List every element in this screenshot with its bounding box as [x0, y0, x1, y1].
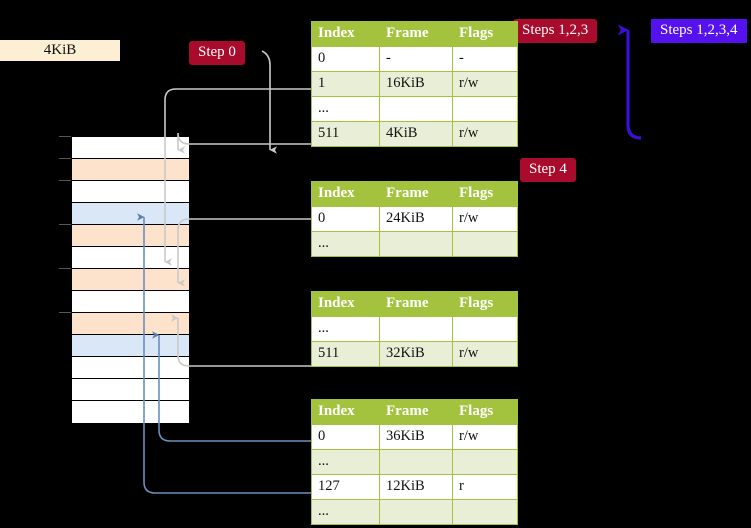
- memory-frame-row: [72, 313, 189, 335]
- cell-index: ...: [311, 449, 380, 475]
- wire-pt1-row0-to-memory: [177, 218, 311, 287]
- wire-pt3-row127-to-memory: [137, 213, 311, 494]
- memory-frame-row: [72, 159, 189, 181]
- memory-tick: [59, 312, 71, 313]
- cell-flags: [452, 231, 518, 257]
- wire-pt2-row511-to-memory: [171, 314, 311, 367]
- cell-frame: 12KiB: [379, 474, 453, 500]
- column-header-index: Index: [311, 399, 380, 425]
- cell-flags: [452, 96, 518, 122]
- memory-tick: [59, 158, 71, 159]
- cell-index: 511: [311, 121, 380, 147]
- column-header-index: Index: [311, 291, 380, 317]
- wire-steps-loop-arrow: [617, 24, 642, 140]
- cell-index: 1: [311, 71, 380, 97]
- cell-index: ...: [311, 96, 380, 122]
- cell-index: 0: [311, 46, 380, 72]
- cell-flags: [452, 449, 518, 475]
- table-row: ...: [311, 499, 518, 525]
- memory-tick: [59, 180, 71, 181]
- table-row: ...: [311, 449, 518, 475]
- cell-index: 0: [311, 206, 380, 232]
- cell-frame: [379, 499, 453, 525]
- memory-tick: [59, 136, 71, 137]
- wire-pt0-row1-to-memory: [164, 88, 311, 266]
- column-header-frame: Frame: [379, 21, 453, 47]
- wire-pt3-row0-to-memory: [152, 331, 311, 442]
- cell-flags: [452, 499, 518, 525]
- column-header-flags: Flags: [452, 399, 518, 425]
- cell-index: ...: [311, 316, 380, 342]
- column-header-flags: Flags: [452, 181, 518, 207]
- cell-flags: r/w: [452, 71, 518, 97]
- memory-frame-row: [72, 203, 189, 225]
- label-step-0: Step 0: [189, 41, 245, 65]
- memory-frame-row: [72, 269, 189, 291]
- table-row: ...: [311, 231, 518, 257]
- wire-size-to-memory: [261, 50, 277, 154]
- size-box-4kib: 4KiB: [0, 40, 120, 61]
- column-header-frame: Frame: [379, 399, 453, 425]
- cell-index: 127: [311, 474, 380, 500]
- cell-index: ...: [311, 499, 380, 525]
- cell-frame: 4KiB: [379, 121, 453, 147]
- physical-memory-column: [71, 136, 190, 423]
- memory-tick: [59, 224, 71, 225]
- memory-frame-row: [72, 225, 189, 247]
- column-header-frame: Frame: [379, 291, 453, 317]
- label-steps-123: Steps 1,2,3: [513, 19, 598, 43]
- column-header-flags: Flags: [452, 21, 518, 47]
- label-step-4: Step 4: [520, 158, 576, 182]
- memory-tick: [59, 268, 71, 269]
- memory-frame-row: [72, 137, 189, 159]
- column-header-flags: Flags: [452, 291, 518, 317]
- column-header-index: Index: [311, 21, 380, 47]
- cell-flags: -: [452, 46, 518, 72]
- cell-frame: -: [379, 46, 453, 72]
- cell-index: ...: [311, 231, 380, 257]
- cell-frame: 32KiB: [379, 341, 453, 367]
- cell-flags: r/w: [452, 341, 518, 367]
- memory-frame-row: [72, 181, 189, 203]
- cell-flags: r/w: [452, 121, 518, 147]
- column-header-frame: Frame: [379, 181, 453, 207]
- wire-pt0-row511-to-memory: [177, 132, 311, 154]
- memory-frame-row: [72, 247, 189, 269]
- table-row: 0--: [311, 46, 518, 72]
- cell-frame: [379, 231, 453, 257]
- memory-frame-row: [72, 291, 189, 313]
- label-steps-1234: Steps 1,2,3,4: [651, 19, 747, 43]
